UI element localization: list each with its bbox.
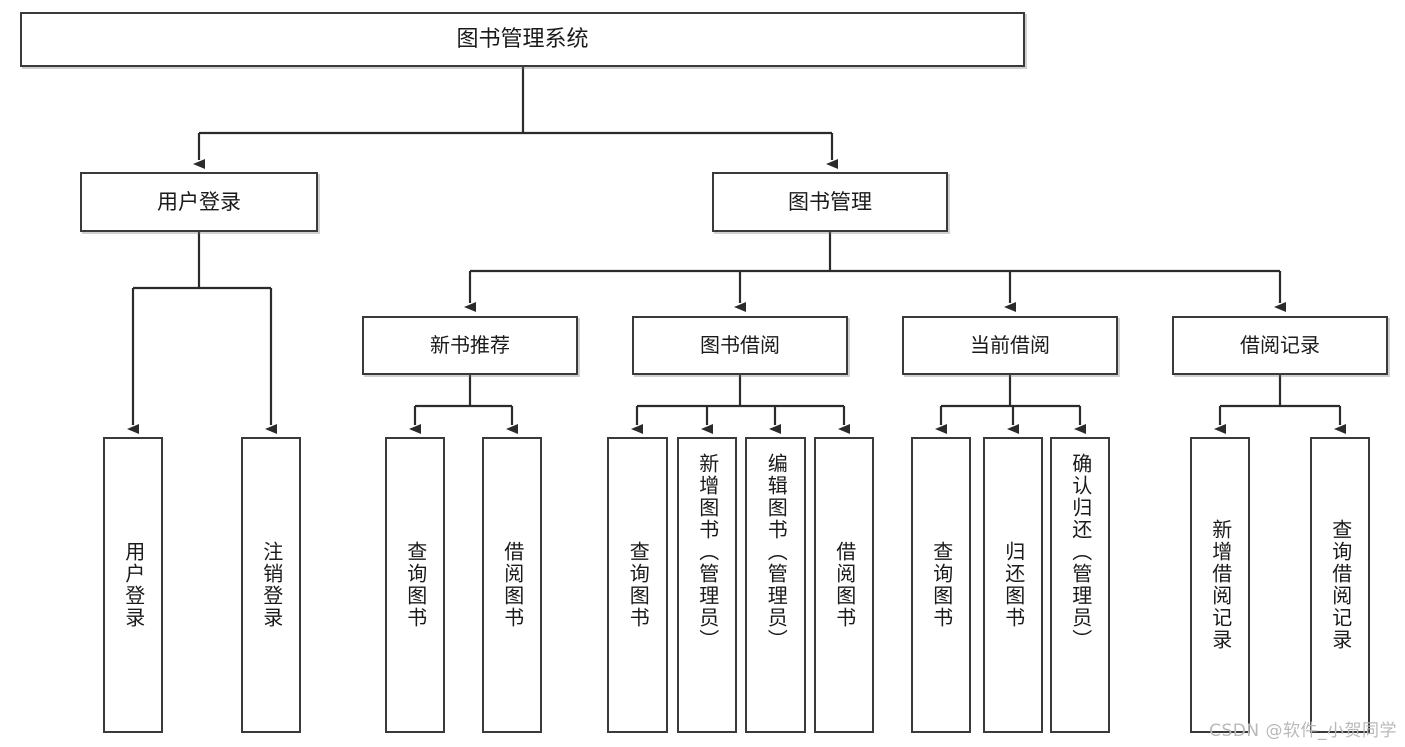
leaf-borrow-add-book-admin[interactable]: 新增图书（管理员） bbox=[677, 437, 737, 733]
node-current-borrow[interactable]: 当前借阅 bbox=[902, 316, 1118, 375]
leaf-current-return-book[interactable]: 归还图书 bbox=[983, 437, 1043, 733]
node-book-borrow[interactable]: 图书借阅 bbox=[632, 316, 848, 375]
node-user-login[interactable]: 用户登录 bbox=[80, 172, 318, 232]
leaf-borrow-query-book[interactable]: 查询图书 bbox=[607, 437, 668, 733]
node-root-system[interactable]: 图书管理系统 bbox=[20, 12, 1025, 67]
node-borrow-record[interactable]: 借阅记录 bbox=[1172, 316, 1388, 375]
leaf-borrow-lend-book[interactable]: 借阅图书 bbox=[814, 437, 874, 733]
leaf-newbook-borrow-book[interactable]: 借阅图书 bbox=[482, 437, 542, 733]
leaf-user-login[interactable]: 用户登录 bbox=[103, 437, 163, 733]
csdn-watermark: CSDN @软件_小贺同学 bbox=[1209, 721, 1397, 741]
leaf-current-confirm-return-admin[interactable]: 确认归还（管理员） bbox=[1050, 437, 1110, 733]
leaf-user-logout[interactable]: 注销登录 bbox=[241, 437, 301, 733]
leaf-record-query-record[interactable]: 查询借阅记录 bbox=[1310, 437, 1370, 733]
leaf-record-add-record[interactable]: 新增借阅记录 bbox=[1190, 437, 1250, 733]
node-book-management[interactable]: 图书管理 bbox=[712, 172, 948, 232]
leaf-borrow-edit-book-admin[interactable]: 编辑图书（管理员） bbox=[745, 437, 806, 733]
leaf-current-query-book[interactable]: 查询图书 bbox=[911, 437, 971, 733]
leaf-newbook-query-book[interactable]: 查询图书 bbox=[385, 437, 445, 733]
node-new-book-recommend[interactable]: 新书推荐 bbox=[362, 316, 578, 375]
